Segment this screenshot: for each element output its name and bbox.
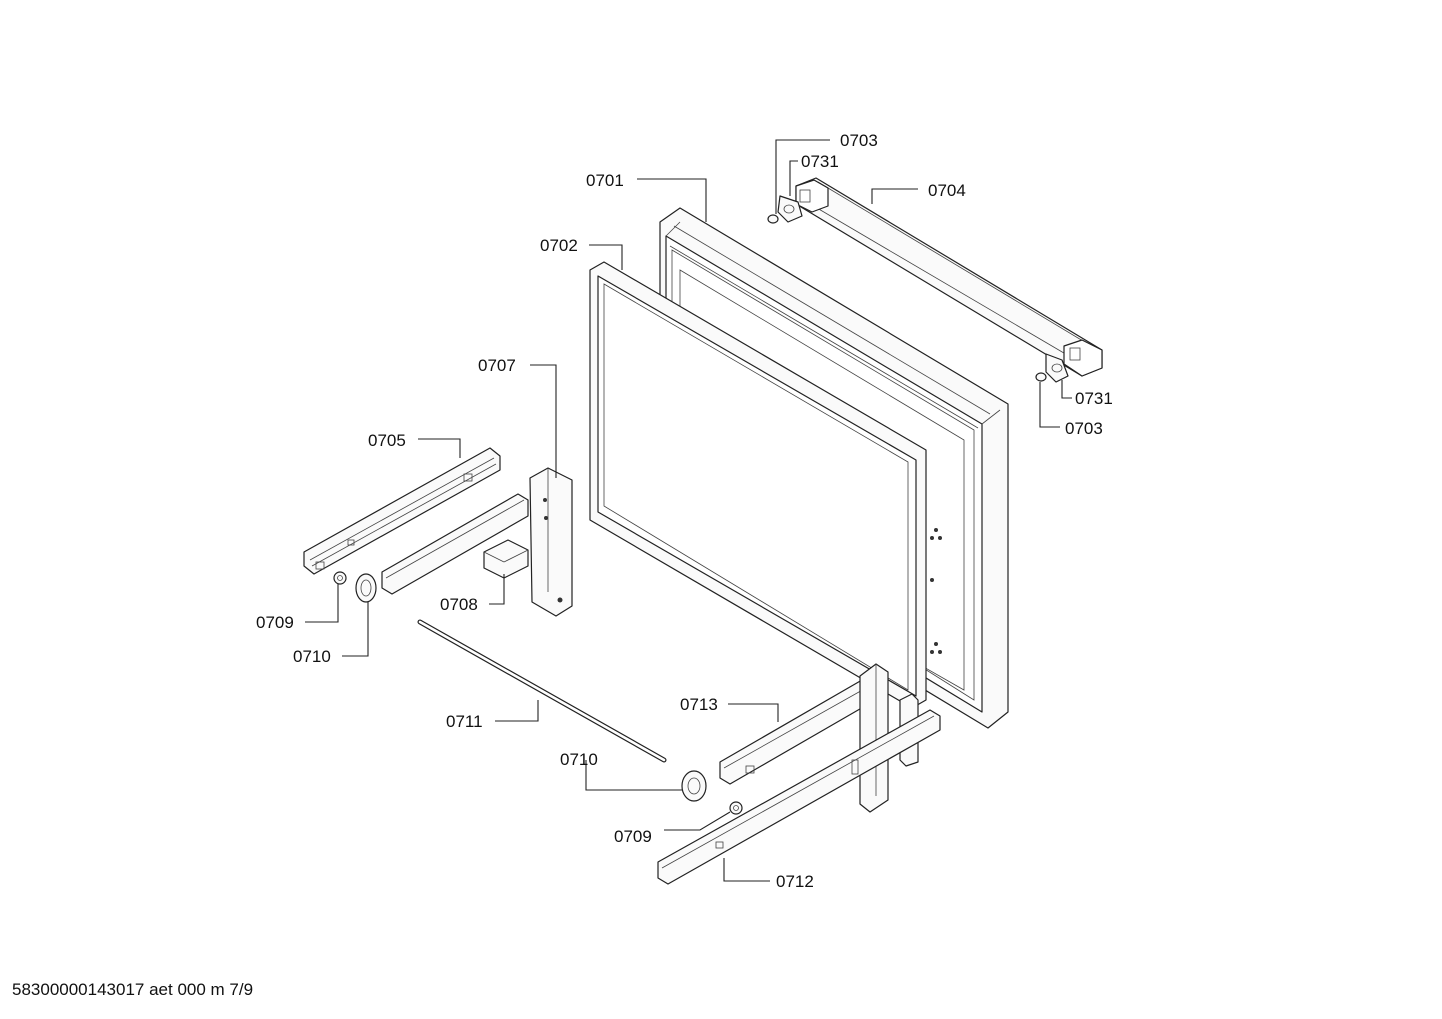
label-0709-right: 0709 [614,827,652,846]
nut-0709-right [729,801,743,815]
label-0731-bottom: 0731 [1075,389,1113,408]
label-0703-top: 0703 [840,131,878,150]
label-0709-left: 0709 [256,613,294,632]
screw-0703-bottom [1035,372,1047,382]
label-0705: 0705 [368,431,406,450]
label-0708: 0708 [440,595,478,614]
leader-lines [305,139,1072,882]
label-0707: 0707 [478,356,516,375]
label-0701: 0701 [586,171,624,190]
label-0710-left: 0710 [293,647,331,666]
cap-gasket-0731-top [777,195,803,223]
hinge-0708 [483,539,529,579]
cap-gasket-0731-bottom [1045,353,1069,383]
drawing-reference-footer: 58300000143017 aet 000 m 7/9 [12,980,254,999]
label-0713: 0713 [680,695,718,714]
gear-0710-left [355,573,377,603]
rail-0712 [657,709,941,885]
label-0704: 0704 [928,181,966,200]
part-labels: 0701 0702 0703 0731 0704 0705 0707 0708 … [256,131,1113,891]
nut-0709-left [333,571,347,585]
screw-0703-top [767,214,779,224]
label-0703-bottom: 0703 [1065,419,1103,438]
label-0710-right: 0710 [560,750,598,769]
gear-0710-right [681,770,707,802]
inner-rail-0707 [381,467,573,617]
label-0702: 0702 [540,236,578,255]
door-seal-0702 [589,261,927,709]
label-0731-top: 0731 [801,152,839,171]
label-0712: 0712 [776,872,814,891]
label-0711: 0711 [446,712,483,731]
rod-0711 [417,619,667,763]
rail-0705 [303,447,501,575]
